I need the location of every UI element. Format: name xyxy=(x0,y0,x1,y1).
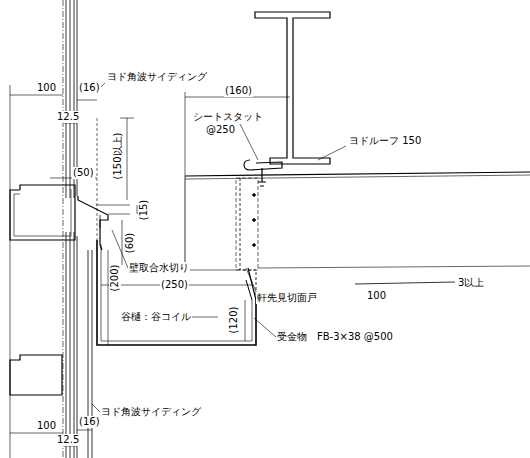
dimension-label: (16) xyxy=(78,82,101,94)
dimension-label: 100 xyxy=(36,82,57,94)
dimension-label: 壁取合水切り xyxy=(128,262,190,274)
dimension-label: 3以上 xyxy=(457,277,485,289)
dimension-label: ヨド角波サイディング xyxy=(100,406,202,418)
dimension-label: シートスタット xyxy=(192,111,264,123)
dimension-label: (120) xyxy=(228,306,240,335)
dimension-label: (60) xyxy=(124,232,136,255)
dimension-label: (160) xyxy=(224,85,253,97)
dimension-label: 100 xyxy=(36,420,57,432)
dimension-label: (15) xyxy=(138,199,150,222)
dimension-label: 軒先見切面戸 xyxy=(256,292,318,304)
dimension-label: (16) xyxy=(78,416,101,428)
dimension-label: (250) xyxy=(160,279,189,291)
dimension-label: 12.5 xyxy=(56,434,80,446)
dimension-label: 100 xyxy=(366,290,387,302)
dimension-label: 谷樋：谷コイル xyxy=(120,311,192,323)
dimension-label: 受金物 FB-3×38 @500 xyxy=(276,331,394,343)
dimension-label: ヨド角波サイディング xyxy=(106,71,208,83)
dimension-label: (50) xyxy=(72,167,95,179)
dimension-label: @250 xyxy=(205,124,236,136)
dimension-label: 12.5 xyxy=(56,111,80,123)
dimension-label: (200) xyxy=(109,264,121,293)
dimension-label: ヨドルーフ 150 xyxy=(348,135,422,147)
dimension-label: (150以上) xyxy=(112,132,124,181)
